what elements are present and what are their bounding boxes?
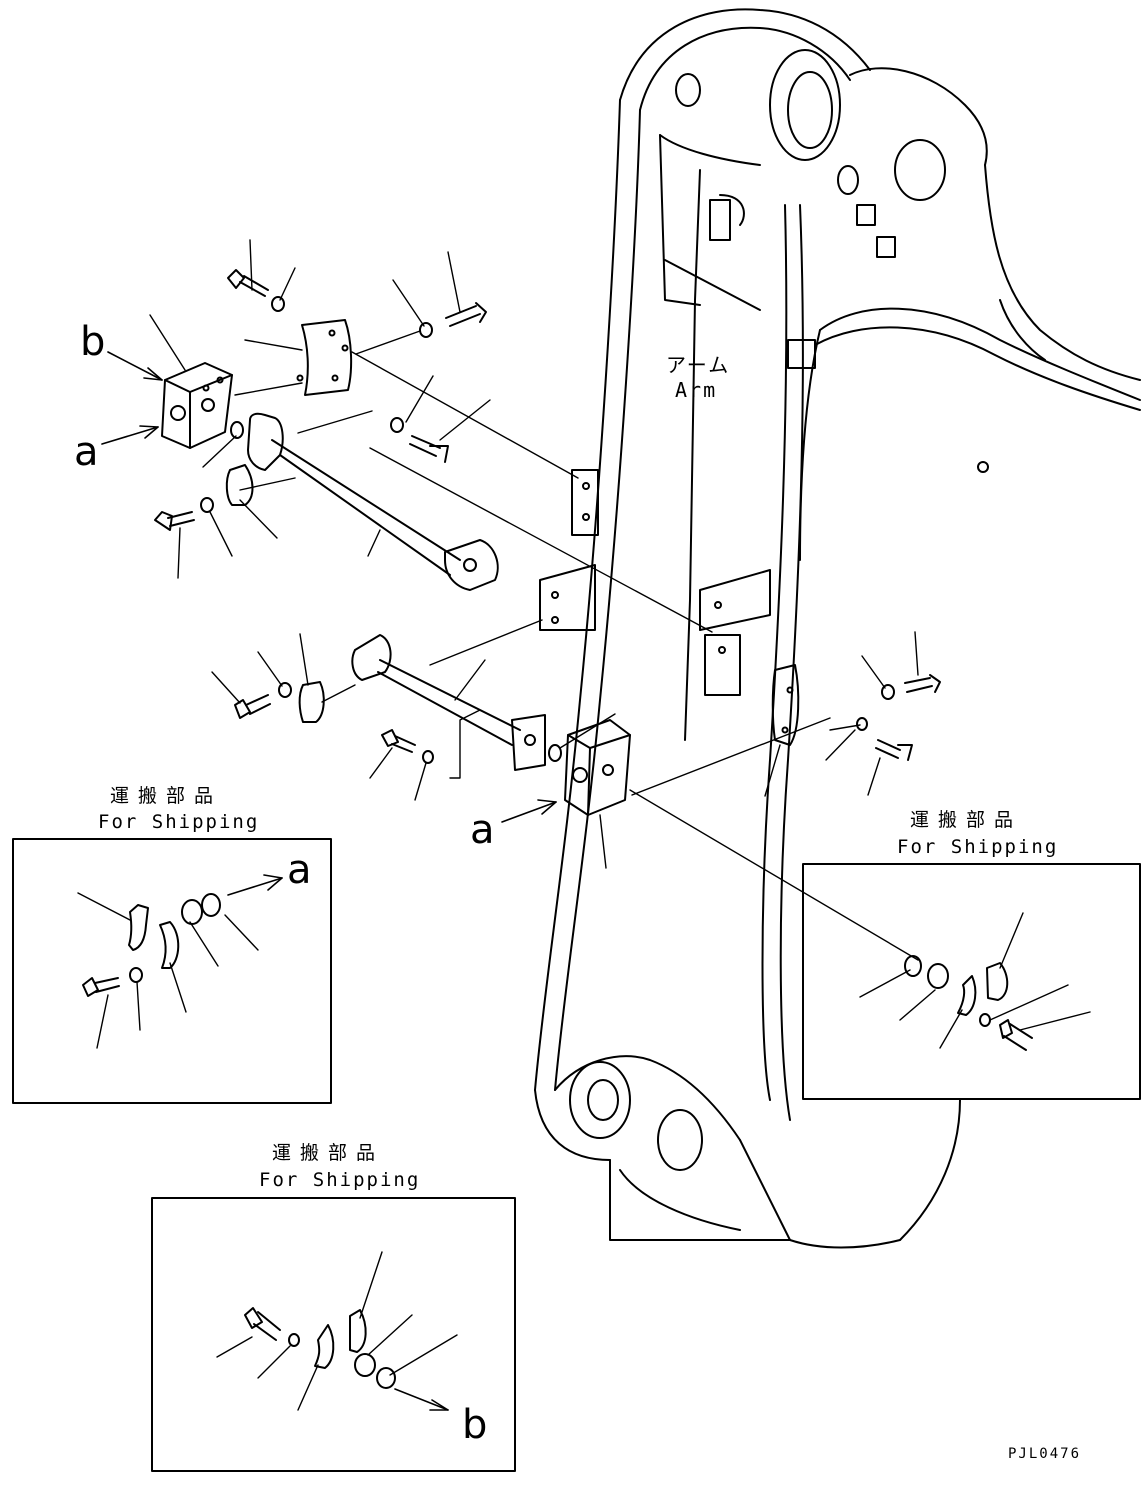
ref-b-main: b [80,319,106,365]
block-a [564,719,631,816]
bolts-lower [234,674,941,764]
clamp-lower [298,681,325,723]
o-ring-lower [548,744,562,762]
shipping-box-1-title-jp: 運搬部品 [110,785,223,807]
pipe-upper [247,412,499,591]
shipping-box-2-title-jp: 運搬部品 [910,809,1023,831]
shipping-box-1 [12,838,332,1104]
shipping-box-2-title-en: For Shipping [897,836,1059,858]
block-b [161,362,233,449]
bracket-right [771,664,800,746]
ref-arrows [101,351,557,1411]
ref-a-main-right: a [470,807,495,853]
arm-outline [534,8,1141,1249]
shipping-box-3-title-en: For Shipping [259,1169,421,1191]
ref-a-main-left: a [74,429,99,475]
shipping-box-1-title-en: For Shipping [98,811,260,833]
ship-ref-b: b [462,1402,488,1448]
o-ring-upper [230,421,244,439]
shipping-box-3 [151,1197,516,1472]
bolts-upper [154,269,487,531]
arm-label-en: Arm [675,378,718,402]
shipping-box-3-title-jp: 運搬部品 [272,1142,385,1164]
ship-ref-a: a [287,847,312,893]
leader-lines [149,239,919,961]
shipping-box-2 [802,863,1141,1100]
clamp-upper [225,464,254,506]
drawing-code: PJL0476 [1008,1446,1082,1462]
pipe-lower [351,634,546,771]
arm-brackets [539,469,771,696]
arm-label-jp: アーム [666,353,731,377]
bracket-upper [296,319,353,396]
